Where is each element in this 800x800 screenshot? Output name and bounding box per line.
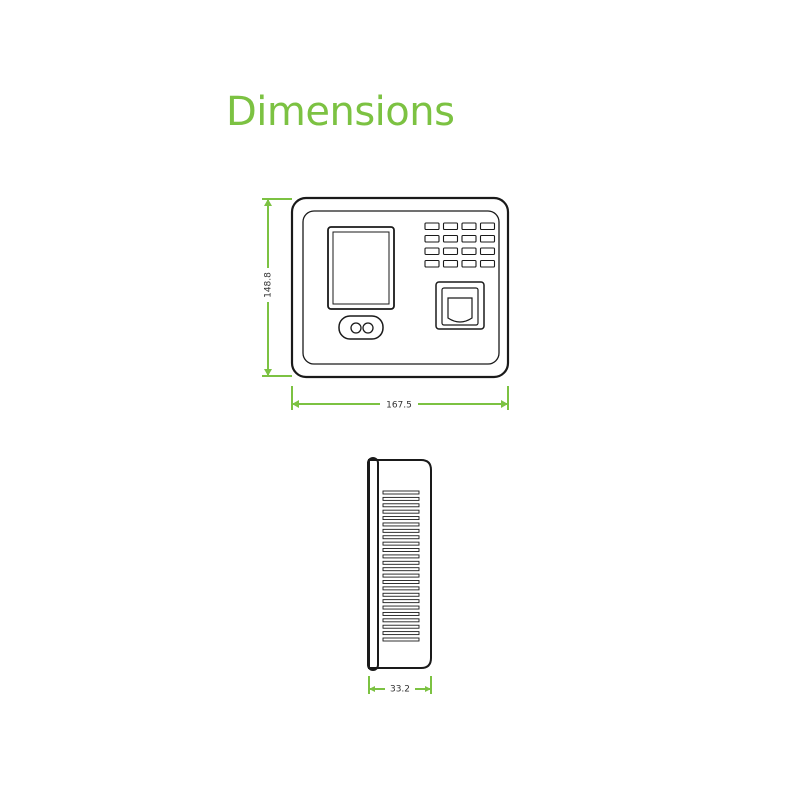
vent-slot xyxy=(382,560,420,565)
depth-dimension xyxy=(368,676,432,694)
front-inner-bezel xyxy=(302,210,500,365)
keypad-key xyxy=(442,247,459,256)
vent-slot xyxy=(382,631,420,636)
vent-slot xyxy=(382,535,420,540)
vent-slot xyxy=(382,637,420,642)
display-inner xyxy=(332,231,390,305)
front-outer-shell xyxy=(290,196,510,379)
keypad-key xyxy=(424,234,440,243)
vent-slot xyxy=(382,599,420,604)
fingerprint-reader-outer xyxy=(435,281,485,330)
side-vents xyxy=(382,490,420,642)
vent-slot xyxy=(382,554,420,559)
vent-slot xyxy=(382,490,420,495)
vent-slot xyxy=(382,528,420,533)
depth-value: 33.2 xyxy=(390,685,410,695)
vent-slot xyxy=(382,503,420,508)
front-view xyxy=(290,196,510,379)
fingerprint-reader-frame xyxy=(441,287,479,326)
vent-slot xyxy=(382,509,420,514)
camera-lens-left xyxy=(350,322,362,334)
vent-slot xyxy=(382,522,420,527)
keypad-key xyxy=(424,222,440,231)
vent-slot xyxy=(382,573,420,578)
vent-slot xyxy=(382,586,420,591)
camera-lens-right xyxy=(362,322,374,334)
vent-slot xyxy=(382,580,420,584)
vent-slot xyxy=(382,605,420,610)
vent-slot xyxy=(382,496,420,501)
keypad xyxy=(424,222,496,268)
keypad-key xyxy=(424,247,440,256)
side-body xyxy=(368,459,432,669)
keypad-key xyxy=(442,222,459,231)
camera-module xyxy=(338,315,384,340)
fingerprint-sensor-icon xyxy=(447,297,473,323)
vent-slot xyxy=(382,548,420,552)
keypad-key xyxy=(479,247,496,256)
keypad-key xyxy=(461,259,477,268)
vent-slot xyxy=(382,592,420,597)
vent-slot xyxy=(382,611,420,616)
keypad-key xyxy=(479,259,496,268)
keypad-key xyxy=(479,222,496,231)
keypad-key xyxy=(461,222,477,231)
vent-slot xyxy=(382,618,420,623)
display-screen xyxy=(327,226,395,310)
vent-slot xyxy=(382,624,420,629)
height-value: 148.8 xyxy=(264,272,274,298)
vent-slot xyxy=(382,541,420,546)
keypad-key xyxy=(424,259,440,268)
keypad-key xyxy=(461,234,477,243)
side-front-panel xyxy=(367,457,379,671)
keypad-key xyxy=(442,259,459,268)
width-value: 167.5 xyxy=(386,401,412,411)
page-title: Dimensions xyxy=(226,89,455,135)
vent-slot xyxy=(382,567,420,572)
vent-slot xyxy=(382,516,420,521)
keypad-key xyxy=(461,247,477,256)
side-view xyxy=(367,457,432,671)
keypad-key xyxy=(442,234,459,243)
keypad-key xyxy=(479,234,496,243)
